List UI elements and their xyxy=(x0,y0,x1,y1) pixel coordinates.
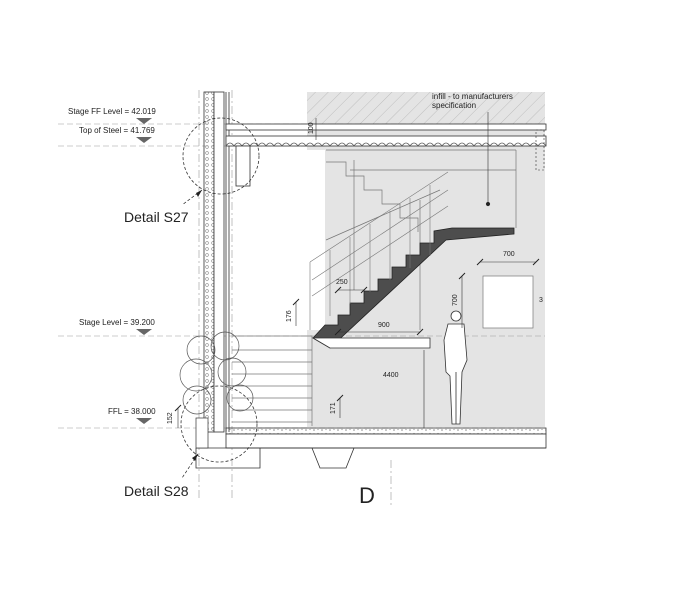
level-marker-ffl: FFL = 38.000 xyxy=(108,407,156,424)
level-label-ffl: FFL = 38.000 xyxy=(108,407,156,416)
lower-stair xyxy=(232,335,313,426)
dim-152: 152 xyxy=(167,412,174,424)
human-figure xyxy=(443,310,468,425)
grid-label-d: D xyxy=(359,483,375,508)
dim-4400: 4400 xyxy=(383,372,399,379)
level-marker-top-of-steel: Top of Steel = 41.769 xyxy=(79,126,155,143)
dim-100: 100 xyxy=(308,122,315,134)
dim-700-horizontal: 700 xyxy=(503,251,515,258)
level-marker-stage-level: Stage Level = 39.200 xyxy=(79,318,155,335)
main-stair xyxy=(309,171,515,349)
detail-circle-s27 xyxy=(181,117,260,206)
level-label-stage-level: Stage Level = 39.200 xyxy=(79,318,155,327)
detail-label-s27: Detail S27 xyxy=(124,209,189,225)
dim-176: 176 xyxy=(286,310,293,322)
back-wall xyxy=(307,92,545,427)
dim-900: 900 xyxy=(378,322,390,329)
dim-700-vertical: 700 xyxy=(452,294,459,306)
dim-3-partial: 3 xyxy=(539,297,543,304)
level-label-top-of-steel: Top of Steel = 41.769 xyxy=(79,126,155,135)
level-label-stage-ff: Stage FF Level = 42.019 xyxy=(68,107,156,116)
external-wall xyxy=(203,91,230,433)
infill-note-line-2: specification xyxy=(432,101,476,110)
infill-note-line-1: infill - to manufacturers xyxy=(432,92,513,101)
dimension-ticks xyxy=(174,258,540,412)
dim-250: 250 xyxy=(336,279,348,286)
dimension-lines xyxy=(177,118,536,428)
note-leader xyxy=(485,112,491,207)
ground-slab xyxy=(195,417,547,469)
detail-circle-s28 xyxy=(180,385,258,479)
revision-cloud xyxy=(179,331,254,415)
stage-floor xyxy=(225,123,547,187)
dim-171: 171 xyxy=(330,402,337,414)
level-marker-stage-ff: Stage FF Level = 42.019 xyxy=(68,107,156,124)
detail-label-s28: Detail S28 xyxy=(124,483,189,499)
window-opening xyxy=(482,275,534,329)
